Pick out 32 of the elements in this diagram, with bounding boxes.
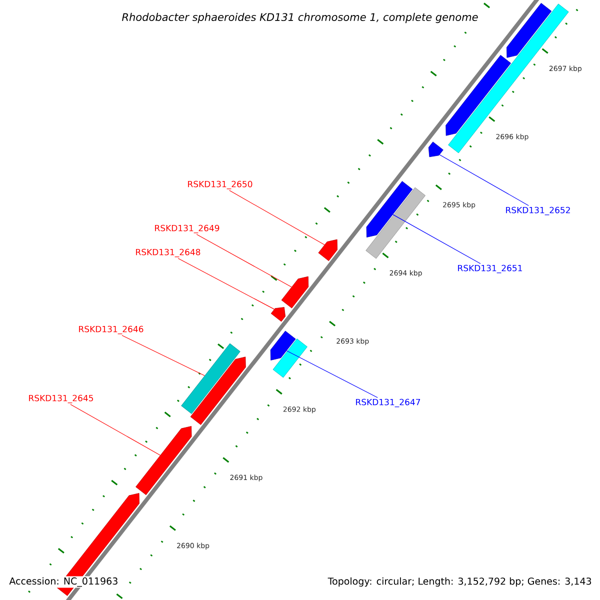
genome-summary: Topology: circular; Length: 3,152,792 bp; Genes: 3,143 — [326, 576, 593, 588]
gene-label: RSKD131_2645 — [29, 394, 93, 404]
leader-line — [439, 154, 529, 206]
leader-line — [178, 258, 274, 310]
leader-line — [122, 335, 205, 376]
leader-line — [229, 190, 325, 246]
gene-label: RSKD131_2651 — [458, 264, 522, 274]
gene-label: RSKD131_2652 — [506, 206, 570, 216]
gene-feature — [181, 343, 240, 414]
gene-feature — [506, 2, 552, 58]
title: Rhodobacter sphaeroides KD131 chromosome 1, complete genome — [120, 12, 480, 24]
gene-feature — [270, 307, 286, 322]
gene-feature — [318, 239, 338, 262]
gene-feature — [136, 426, 192, 496]
gene-label: RSKD131_2650 — [188, 180, 252, 190]
leader-line — [392, 214, 481, 264]
gene-feature — [446, 54, 512, 136]
gene-feature — [190, 356, 246, 425]
gene-feature — [272, 338, 308, 378]
leader-line — [286, 350, 378, 398]
gene-feature — [428, 142, 444, 158]
gene-label: RSKD131_2649 — [155, 224, 220, 234]
accession-note: Accession: NC_011963 — [8, 576, 120, 588]
gene-feature — [366, 181, 413, 238]
gene-label: RSKD131_2646 — [79, 326, 144, 334]
gene-label: RSKD131_2647 — [356, 398, 420, 408]
leader-line — [70, 404, 161, 456]
gene-feature — [366, 187, 426, 259]
gene-feature — [281, 276, 309, 308]
gene-feature — [270, 330, 296, 360]
gene-label: RSKD131_2648 — [136, 248, 200, 258]
leader-line — [196, 234, 292, 288]
